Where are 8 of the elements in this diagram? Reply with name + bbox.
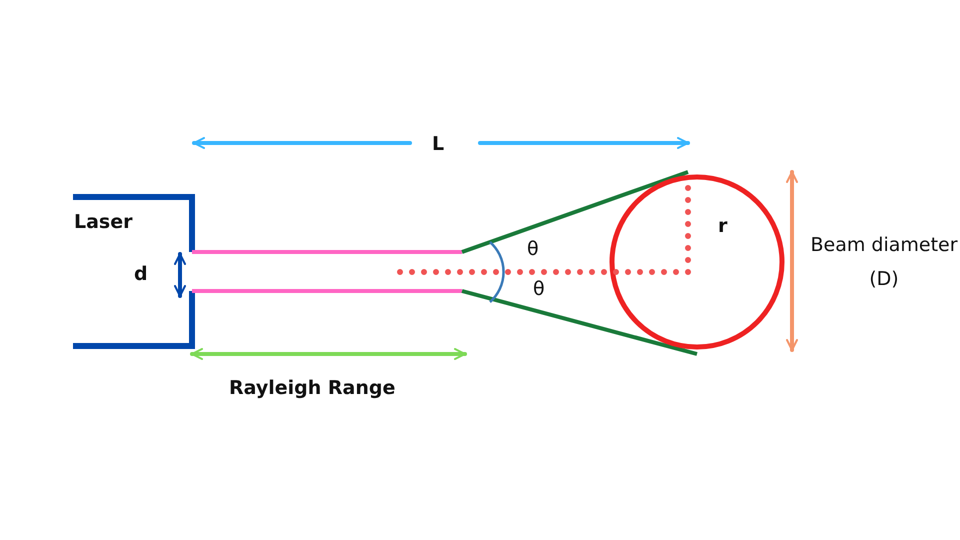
dimension-label: Rayleigh Range — [229, 376, 396, 401]
angle-label: θ — [527, 237, 539, 262]
angle-label: θ — [533, 277, 545, 302]
dimension-label: r — [718, 214, 728, 239]
dimension-label: L — [432, 132, 444, 157]
dimension-label: d — [134, 262, 148, 287]
dimension-label: Beam diameter (D) — [809, 233, 959, 292]
part-label: Laser — [74, 210, 132, 235]
